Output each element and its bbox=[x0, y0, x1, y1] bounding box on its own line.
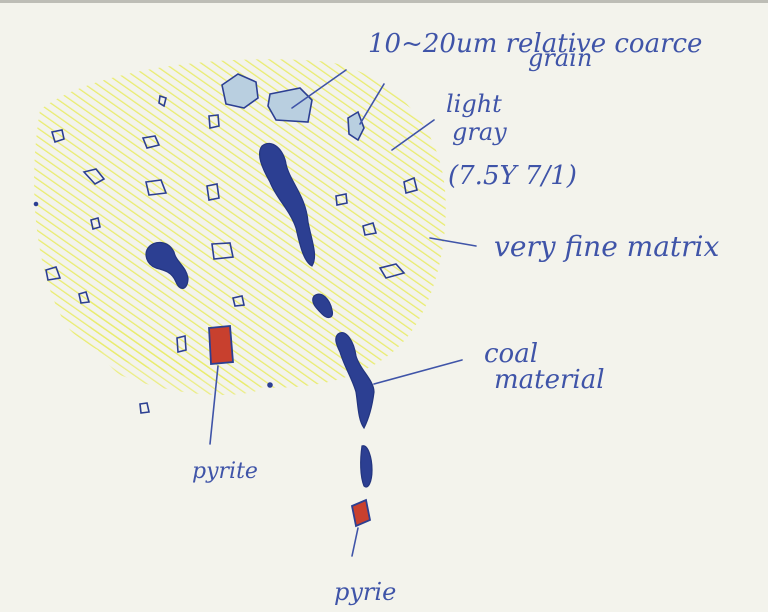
label-coal-2: material bbox=[494, 365, 605, 395]
label-color-name: light bbox=[446, 90, 502, 118]
paper-edge bbox=[0, 0, 768, 3]
pyrite-grain bbox=[350, 498, 372, 528]
coarse-grain bbox=[221, 73, 259, 109]
coarse-grain bbox=[347, 110, 365, 142]
coal-lens bbox=[312, 293, 333, 319]
pyrite-grains bbox=[208, 325, 372, 528]
coal-lens bbox=[360, 445, 373, 488]
leader-pyrite-left bbox=[209, 365, 219, 445]
coal-material bbox=[145, 142, 375, 488]
fine-grain bbox=[141, 135, 161, 149]
label-grain-size-2: grain bbox=[528, 44, 592, 72]
fine-grain bbox=[33, 201, 39, 207]
fine-grain bbox=[208, 114, 220, 129]
fine-grain bbox=[362, 222, 378, 236]
fine-grain bbox=[403, 176, 418, 195]
fine-grain bbox=[45, 266, 62, 281]
leader-grain-size-2 bbox=[359, 83, 385, 125]
fine-grain bbox=[206, 183, 220, 201]
leader-lines bbox=[209, 69, 477, 557]
pyrite-grain bbox=[208, 325, 234, 365]
fine-grain bbox=[176, 334, 187, 354]
coal-blob bbox=[145, 241, 189, 289]
label-pyrite-bottom: pyrie bbox=[334, 578, 396, 606]
leader-color bbox=[391, 119, 435, 151]
fine-grain bbox=[82, 168, 106, 186]
annotations: 10~20um relative coarce grain light gray… bbox=[192, 29, 720, 606]
coarse-grain bbox=[267, 87, 313, 123]
label-coal: coal bbox=[484, 339, 538, 369]
fine-grain bbox=[378, 263, 406, 279]
label-grain-size: 10~20um relative coarce bbox=[368, 29, 702, 59]
coal-streak bbox=[258, 142, 316, 267]
fine-grain bbox=[232, 295, 245, 307]
matrix-area bbox=[34, 59, 446, 388]
fine-grain bbox=[78, 291, 91, 304]
leader-matrix bbox=[429, 237, 477, 247]
label-munsell: (7.5Y 7/1) bbox=[448, 161, 577, 191]
fine-grain bbox=[158, 94, 167, 108]
fine-grain bbox=[90, 216, 101, 231]
fine-grains bbox=[33, 94, 418, 414]
leader-grain-size bbox=[291, 69, 347, 109]
fine-grain bbox=[50, 129, 65, 144]
fine-grain bbox=[267, 382, 273, 388]
label-color-name-2: gray bbox=[452, 118, 507, 146]
leader-coal bbox=[373, 359, 463, 385]
fine-grain bbox=[145, 179, 168, 196]
coarse-grains bbox=[221, 73, 365, 142]
label-matrix: very fine matrix bbox=[494, 230, 720, 263]
fine-grain bbox=[211, 242, 234, 260]
fine-grain bbox=[335, 193, 348, 206]
fine-grain bbox=[139, 402, 150, 414]
leader-pyrite-bottom bbox=[351, 527, 359, 557]
coal-streak bbox=[335, 332, 375, 430]
label-pyrite-left: pyrite bbox=[192, 459, 258, 484]
